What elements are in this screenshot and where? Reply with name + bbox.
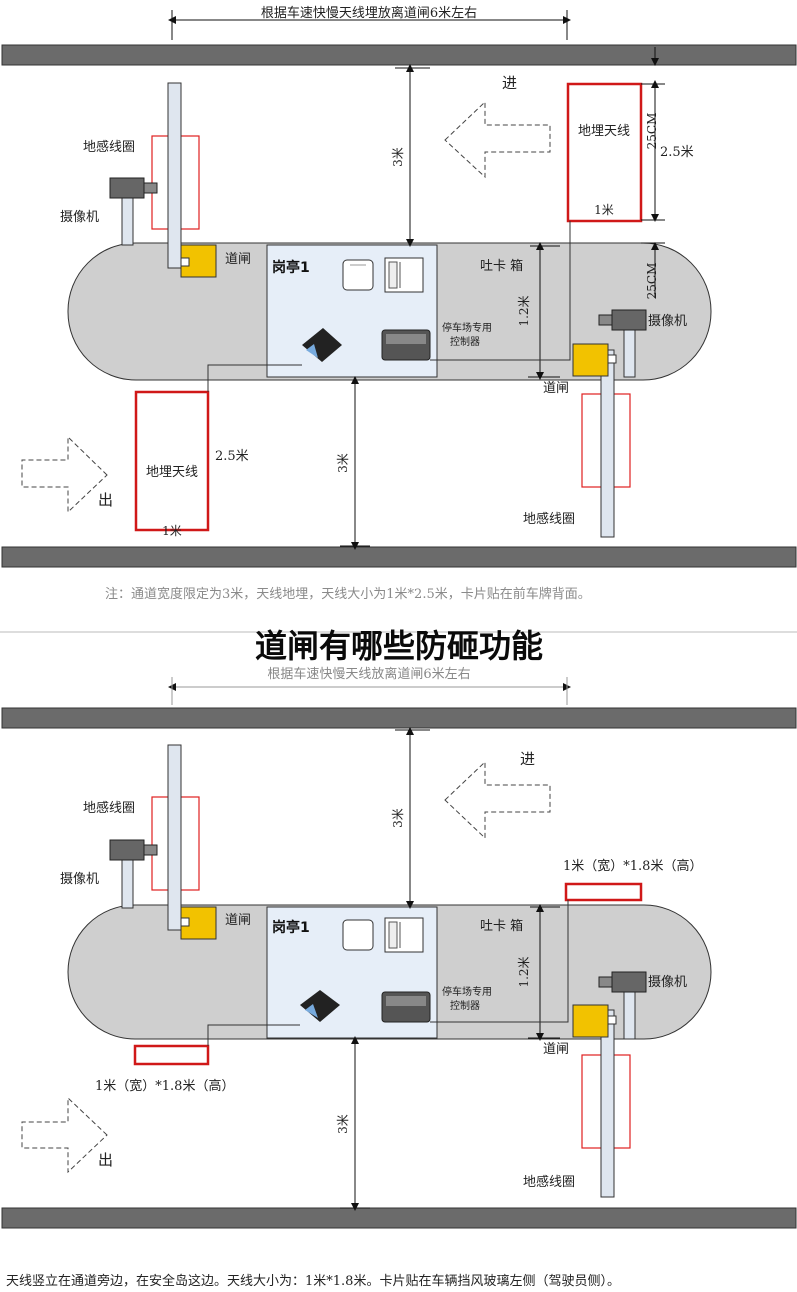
controller-label-2b: 控制器 <box>450 999 480 1012</box>
camera-left-label-2: 摄像机 <box>60 872 99 887</box>
gate-right-label: 道闸 <box>543 381 569 396</box>
exit-arrow-icon <box>21 435 108 514</box>
dist-top-label: 3米 <box>391 147 405 167</box>
gap-top-label: 25CM <box>645 113 659 150</box>
camera-left-icon <box>109 177 145 199</box>
gap-bottom-label: 25CM <box>645 263 659 300</box>
antenna-size-right: 1米（宽）*1.8米（高） <box>563 858 702 874</box>
camera-post-left-2 <box>121 857 134 909</box>
camera-left-label: 摄像机 <box>60 210 99 225</box>
gate-right-2 <box>572 1004 609 1038</box>
loop-left-label: 地感线圈 <box>83 139 135 155</box>
barrier-arm-left-2 <box>167 744 182 931</box>
dist-bottom-label: 3米 <box>336 453 350 473</box>
ticket-box-label-2: 吐卡 箱 <box>480 918 523 934</box>
antenna-left-2 <box>133 1044 210 1066</box>
camera-right-icon-2 <box>611 971 647 993</box>
diagram-2: 根据车速快慢天线放离道闸6米左右 岗亭1 停车场专用 控制器 吐卡 箱 1.2米… <box>1 666 797 1289</box>
exit-label-2: 出 <box>98 1151 113 1169</box>
controller-label-2: 控制器 <box>450 335 480 348</box>
top-dimension-label-2: 根据车速快慢天线放离道闸6米左右 <box>267 666 470 682</box>
antenna-left-label: 地埋天线 <box>146 465 198 480</box>
camera-post-left <box>121 194 134 246</box>
antenna-right-label: 地埋天线 <box>578 124 630 139</box>
page-title: 道闸有哪些防砸功能 <box>255 627 543 665</box>
camera-right-icon <box>611 309 647 331</box>
barrier-arm-right-2 <box>600 1009 615 1198</box>
entry-arrow-icon <box>444 100 551 179</box>
road-bottom <box>1 546 797 568</box>
entry-arrow-icon-2 <box>444 760 551 840</box>
dist-bottom-label-2: 3米 <box>336 1114 350 1134</box>
antenna-left <box>134 390 210 532</box>
reader-icon-2 <box>300 990 340 1022</box>
cable-left-2 <box>207 1024 300 1046</box>
entry-label-2: 进 <box>520 750 535 768</box>
monitor-icon-2 <box>342 919 374 951</box>
gate-right-label-2: 道闸 <box>543 1042 569 1057</box>
note-2: 天线竖立在通道旁边，在安全岛这边。天线大小为：1米*1.8米。卡片贴在车辆挡风玻… <box>6 1273 620 1289</box>
camera-right-label: 摄像机 <box>648 314 687 329</box>
barrier-arm-left <box>167 82 182 269</box>
antenna-right-width: 1米 <box>594 203 614 217</box>
dist-mid-label: 1.2米 <box>517 295 531 326</box>
top-dimension-label: 根据车速快慢天线埋放离道闸6米左右 <box>261 5 477 21</box>
booth-label: 岗亭1 <box>272 259 310 276</box>
controller-label-1: 停车场专用 <box>442 321 492 334</box>
loop-right-label: 地感线圈 <box>523 511 575 527</box>
camera-left-icon-2 <box>109 839 145 861</box>
controller-label-2a: 停车场专用 <box>442 985 492 998</box>
dist-top-label-2: 3米 <box>391 808 405 828</box>
gate-left-label: 道闸 <box>225 252 251 267</box>
ticket-box-label: 吐卡 箱 <box>480 258 523 274</box>
antenna-left-width: 1米 <box>162 524 182 538</box>
road-bottom-2 <box>1 1207 797 1229</box>
booth-label-2: 岗亭1 <box>272 919 310 936</box>
loop-right-label-2: 地感线圈 <box>523 1174 575 1190</box>
camera-right-label-2: 摄像机 <box>648 975 687 990</box>
diagram-1: 根据车速快慢天线埋放离道闸6米左右 岗亭1 停车场专用 控制器 吐卡 箱 1.2… <box>1 5 797 602</box>
road-top-2 <box>1 707 797 729</box>
road-top <box>1 44 797 66</box>
dist-mid-label-2: 1.2米 <box>517 956 531 987</box>
entry-label: 进 <box>502 74 517 92</box>
gate-right <box>572 343 609 377</box>
cable-left <box>207 364 302 392</box>
cable-right-2 <box>430 900 569 1023</box>
barrier-arm-right <box>600 349 615 538</box>
antenna-right-length: 2.5米 <box>660 145 694 160</box>
monitor-icon <box>342 259 374 291</box>
antenna-left-length: 2.5米 <box>215 449 249 464</box>
antenna-right <box>566 82 643 223</box>
exit-arrow-icon-2 <box>21 1096 108 1174</box>
note-1: 注：通道宽度限定为3米，天线地埋，天线大小为1米*2.5米，卡片贴在前车牌背面。 <box>105 586 591 602</box>
camera-post-right <box>623 324 636 378</box>
loop-left-label-2: 地感线圈 <box>83 800 135 816</box>
exit-label: 出 <box>98 491 113 509</box>
cable-right <box>430 221 571 361</box>
antenna-right-2 <box>564 882 643 902</box>
gate-left-label-2: 道闸 <box>225 913 251 928</box>
camera-post-right-2 <box>623 986 636 1040</box>
antenna-size-left: 1米（宽）*1.8米（高） <box>95 1078 234 1094</box>
